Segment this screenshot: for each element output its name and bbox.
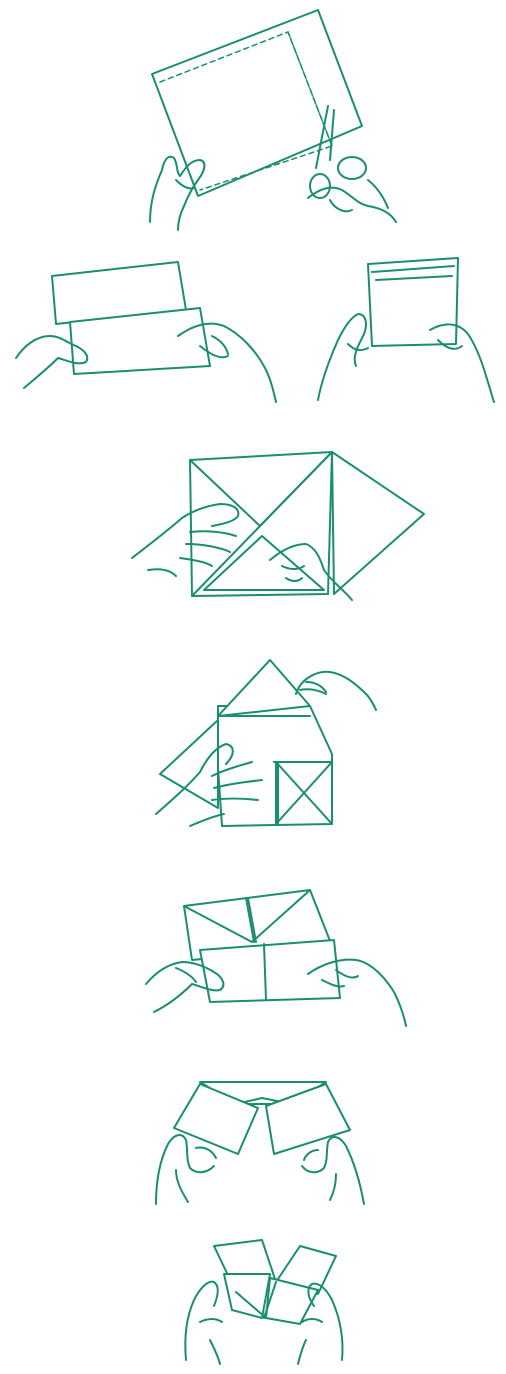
step-5-fold-in-half: [0, 880, 506, 1030]
step-5-illustration: [0, 880, 506, 1030]
step-3-corners-to-center: [0, 440, 506, 610]
step-2-illustration: [0, 250, 506, 410]
paper-front-half: [200, 940, 340, 1002]
paper-folded-square: [218, 706, 332, 826]
left-hand: [156, 1135, 216, 1204]
step-2-fold-in-half: [0, 250, 506, 410]
right-hand: [308, 180, 396, 222]
paper-quarter-fold: [368, 258, 458, 346]
right-view-left-hand: [318, 314, 368, 400]
fortune-teller: [214, 1240, 336, 1324]
left-hand: [185, 1282, 222, 1364]
right-hand: [302, 1137, 364, 1204]
step-7-finished: [0, 1230, 506, 1370]
step-7-illustration: [0, 1230, 506, 1370]
step-4-fold-corners-again: [0, 650, 506, 850]
step-6-illustration: [0, 1070, 506, 1210]
step-4-illustration: [0, 650, 506, 850]
paper-sheet: [152, 10, 362, 196]
step-3-illustration: [0, 440, 506, 610]
top-flap: [218, 660, 310, 716]
step-6-insert-fingers: [0, 1070, 506, 1210]
paper-half-fold: [52, 262, 210, 374]
left-flap: [160, 720, 218, 808]
step-1-illustration: [0, 0, 506, 240]
step-1-cut-square: [0, 0, 506, 240]
